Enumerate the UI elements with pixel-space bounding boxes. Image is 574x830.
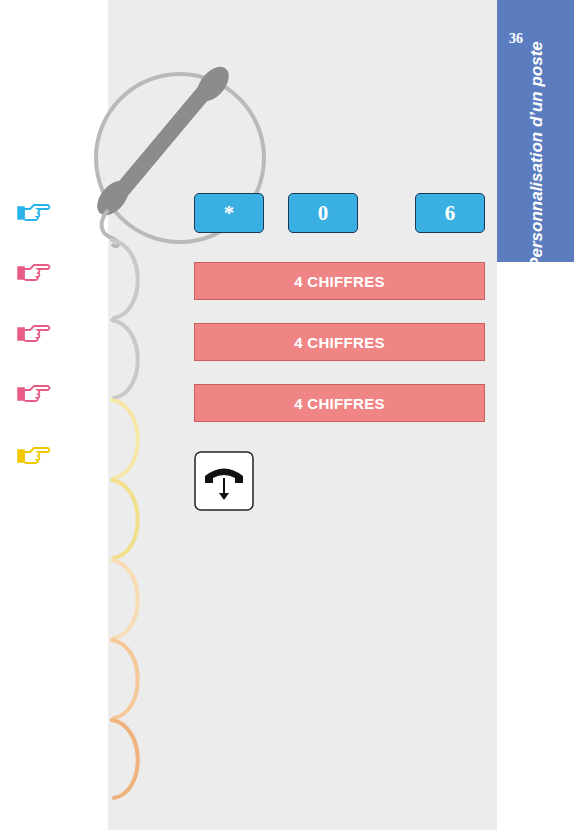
key-outline [195,452,253,510]
pointing-hand [18,326,50,341]
binding-ring [112,400,138,478]
keypad-key: 0 [288,193,358,233]
handset-mouthpiece [91,175,135,221]
entry-bar: 4 CHIFFRES [194,262,485,300]
page-number: 36 [509,31,523,47]
entry-label: 4 CHIFFRES [294,334,385,351]
down-arrow-head [219,493,229,500]
handset-earpiece [191,61,235,107]
pointing-hand [18,448,50,463]
binding-ring [112,560,138,638]
binding-ring [112,320,138,398]
pointing-hands [18,205,50,463]
keypad-key: * [194,193,264,233]
pointing-hand [18,265,50,280]
section-tab: 36Personnalisation d’un poste [497,0,574,262]
key-label: 0 [318,201,329,226]
binding-ring [112,240,138,318]
handset-ring [96,74,264,242]
key-label: 6 [445,201,456,226]
key-label: * [224,201,235,226]
pointing-hand [18,386,50,401]
keypad-key: 6 [415,193,485,233]
handset-body [118,85,210,195]
spiral-binding [112,240,138,798]
binding-ring [112,480,138,558]
entry-bar: 4 CHIFFRES [194,384,485,422]
section-title: Personnalisation d’un poste [527,41,547,269]
binding-ring [112,720,138,798]
entry-label: 4 CHIFFRES [294,273,385,290]
binding-ring [112,640,138,718]
pointing-hand [18,205,50,220]
entry-bar: 4 CHIFFRES [194,323,485,361]
hang-up-key [195,452,253,510]
entry-label: 4 CHIFFRES [294,395,385,412]
